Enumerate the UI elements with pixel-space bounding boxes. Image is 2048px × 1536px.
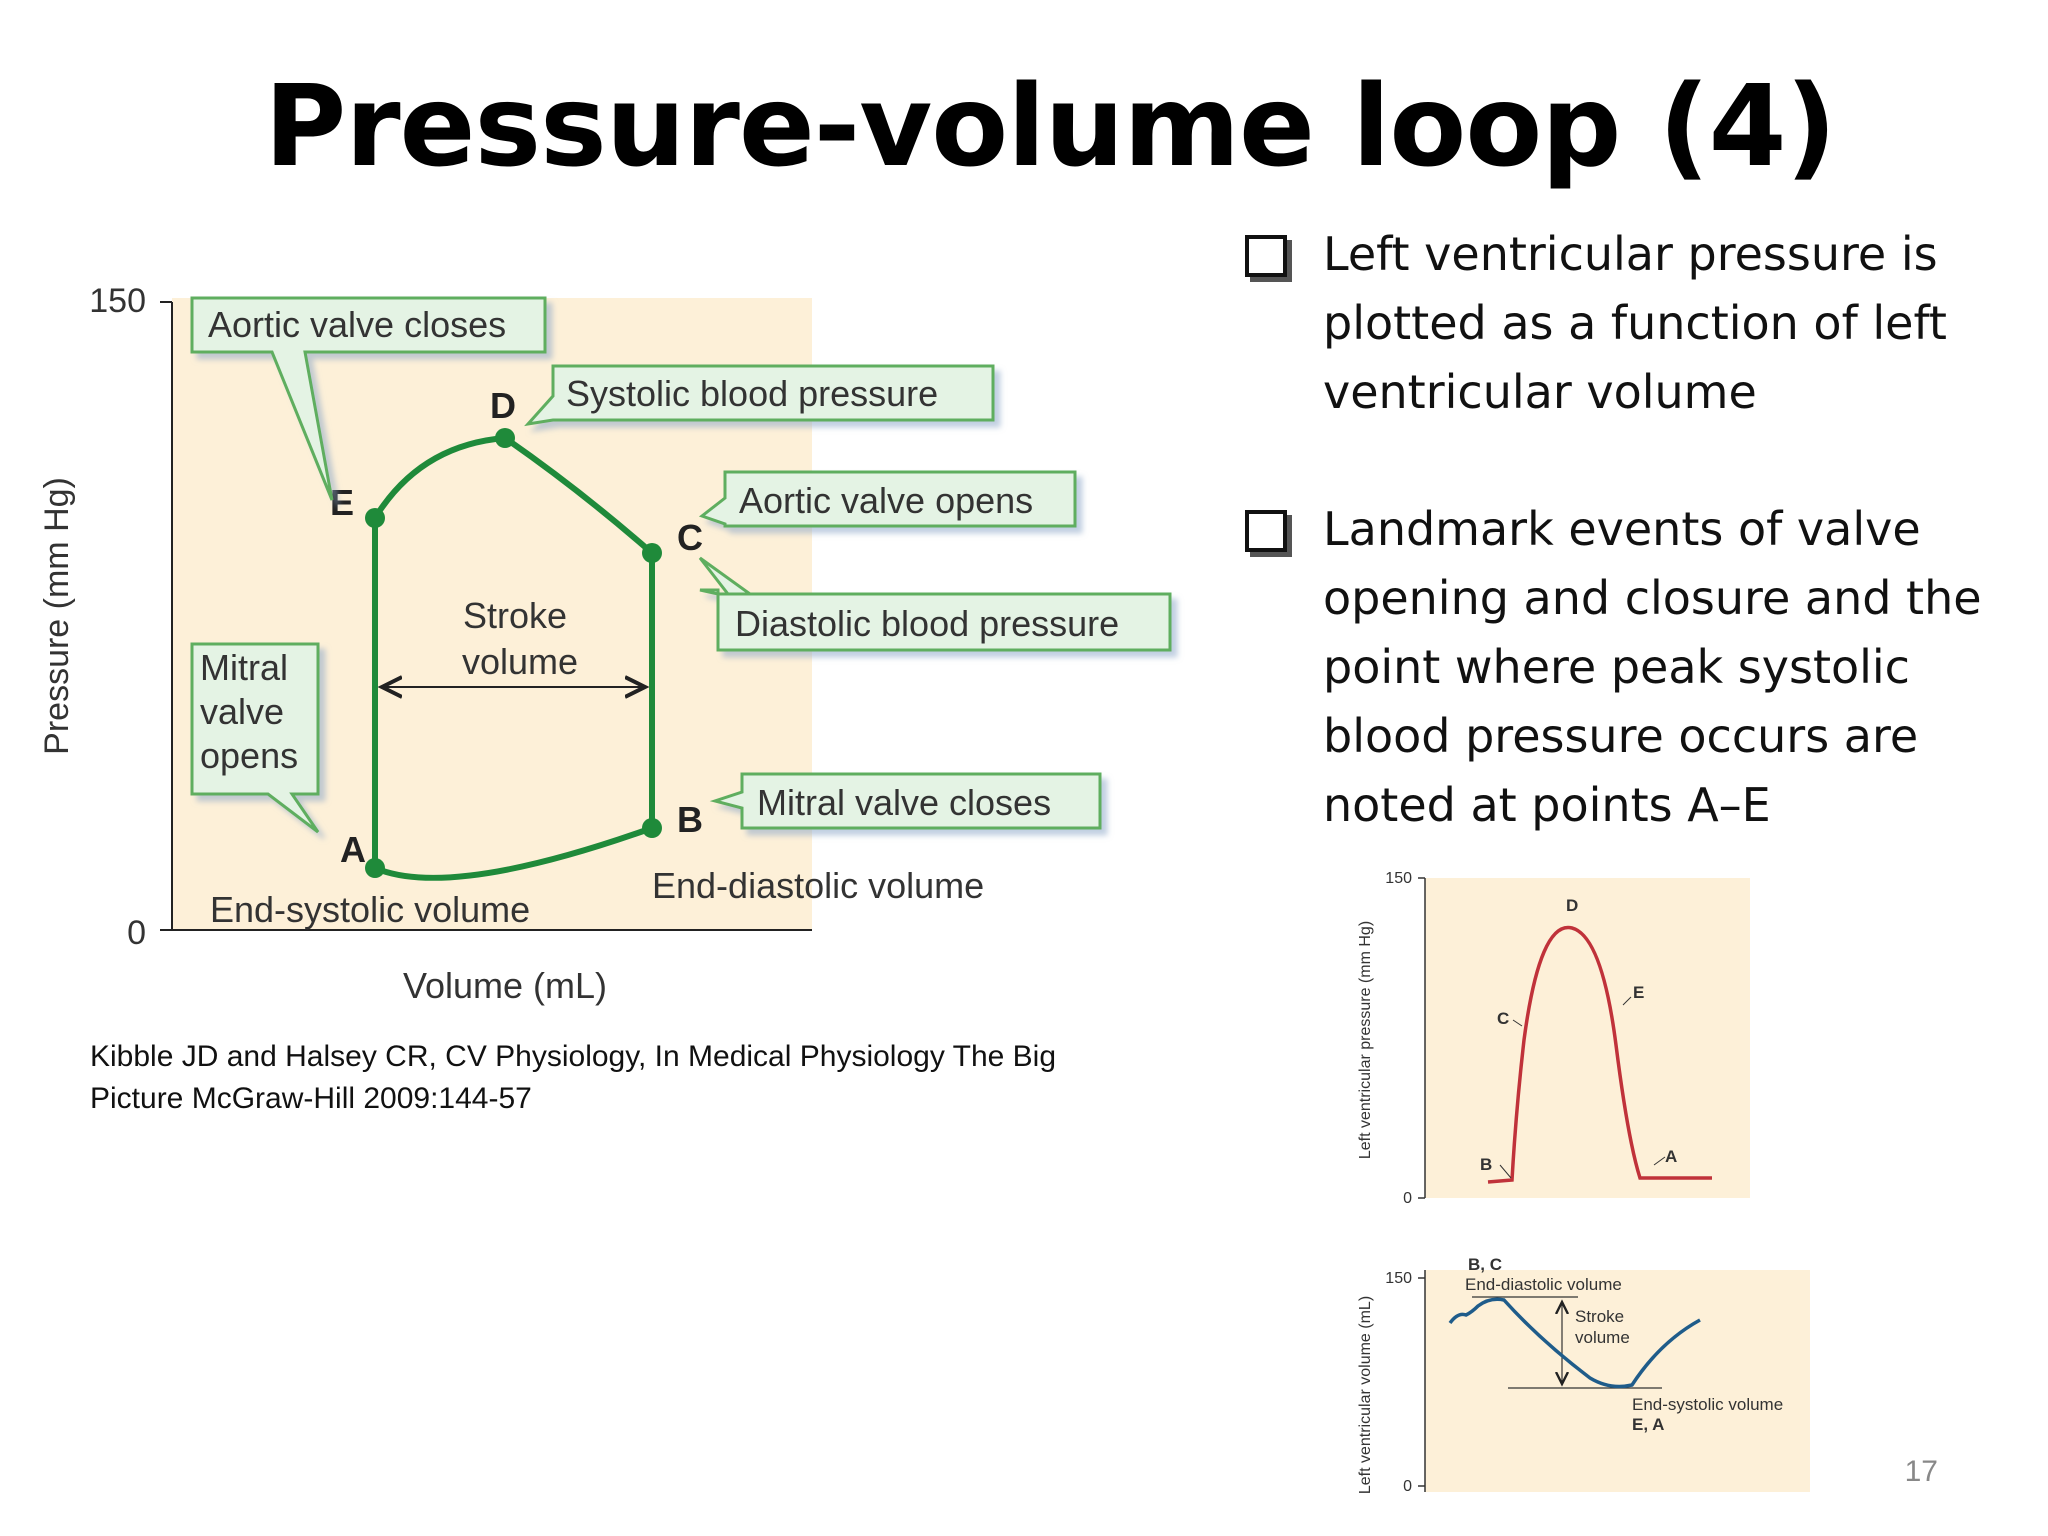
lv-volume-panel	[1425, 1270, 1810, 1492]
lv-pressure-point-a-label: A	[1665, 1147, 1677, 1166]
bullet-text: Left ventricular pressure is plotted as …	[1323, 227, 1947, 419]
callout-aortic-valve-opens: Aortic valve opens	[698, 470, 1077, 528]
stroke-volume-label-line2: volume	[462, 641, 578, 682]
callout-systolic-blood-pressure: Systolic blood pressure	[524, 364, 995, 427]
page-number: 17	[1904, 1455, 1938, 1488]
lv-pressure-point-c-leader	[1512, 1019, 1523, 1027]
lv-volume-edv-label: End-diastolic volume	[1465, 1275, 1622, 1294]
callout-diastolic-blood-pressure-text: Diastolic blood pressure	[735, 603, 1119, 644]
pressure-volume-loop-diagram: 150 0 Pressure (mm Hg) Volume (mL) A B C…	[38, 282, 1172, 1006]
point-a-label: A	[340, 829, 366, 870]
lv-pressure-tick-label-0: 0	[1403, 1190, 1412, 1207]
point-b-marker	[642, 818, 662, 838]
lv-volume-y-axis-label: Left ventricular volume (mL)	[1357, 1296, 1374, 1494]
bullet-item: Landmark events of valve opening and clo…	[1245, 495, 2025, 840]
citation: Kibble JD and Halsey CR, CV Physiology, …	[90, 1040, 1057, 1115]
end-systolic-volume-label: End-systolic volume	[210, 889, 530, 930]
callout-mitral-valve-opens-line1: Mitral	[200, 647, 288, 688]
callout-aortic-valve-closes: Aortic valve closes	[190, 296, 547, 501]
point-e-label: E	[330, 482, 354, 523]
y-tick-label-150: 150	[89, 282, 146, 320]
lv-pressure-panel	[1425, 878, 1750, 1198]
lv-pressure-diagram: 150 0 Left ventricular pressure (mm Hg) …	[1357, 870, 1750, 1207]
lv-pressure-trace	[1487, 925, 1712, 1184]
lv-volume-ea-label: E, A	[1632, 1415, 1664, 1434]
callout-aortic-valve-closes-text: Aortic valve closes	[208, 304, 506, 345]
lv-pressure-y-axis-label: Left ventricular pressure (mm Hg)	[1357, 921, 1374, 1159]
callout-mitral-valve-opens-line3: opens	[200, 735, 298, 776]
callout-mitral-valve-opens-line2: valve	[200, 691, 284, 732]
y-axis-label: Pressure (mm Hg)	[38, 477, 76, 755]
point-c-marker	[642, 543, 662, 563]
lv-pressure-point-e-leader	[1622, 996, 1632, 1006]
lv-volume-esv-label: End-systolic volume	[1632, 1395, 1783, 1414]
lv-volume-trace	[1448, 1297, 1701, 1389]
point-d-label: D	[490, 385, 516, 426]
lv-volume-stroke-label-line2: volume	[1575, 1328, 1630, 1347]
point-e-marker	[365, 508, 385, 528]
point-d-marker	[495, 428, 515, 448]
checkbox-bullet-icon	[1245, 510, 1287, 552]
end-diastolic-volume-label: End-diastolic volume	[652, 865, 984, 906]
callout-mitral-valve-opens: Mitral valve opens	[190, 642, 320, 834]
y-tick-label-0: 0	[127, 914, 146, 952]
callout-systolic-blood-pressure-text: Systolic blood pressure	[566, 373, 938, 414]
callout-aortic-valve-opens-text: Aortic valve opens	[739, 480, 1033, 521]
lv-pressure-point-c-label: C	[1497, 1009, 1509, 1028]
point-c-label: C	[677, 517, 703, 558]
stroke-volume-label-line1: Stroke	[463, 595, 567, 636]
lv-volume-stroke-label-line1: Stroke	[1575, 1307, 1624, 1326]
callout-mitral-valve-closes-text: Mitral valve closes	[757, 782, 1051, 823]
x-axis-label: Volume (mL)	[403, 965, 607, 1006]
checkbox-bullet-icon	[1245, 235, 1287, 277]
lv-pressure-point-b-label: B	[1480, 1155, 1492, 1174]
bullet-item: Left ventricular pressure is plotted as …	[1245, 220, 2025, 427]
bullet-list: Left ventricular pressure is plotted as …	[1245, 220, 2025, 840]
slide-title: Pressure-volume loop (4)	[264, 62, 1837, 192]
pv-loop-curve	[372, 435, 655, 881]
lv-pressure-point-b-leader	[1499, 1164, 1512, 1179]
bullet-text: Landmark events of valve opening and clo…	[1323, 502, 1982, 832]
lv-volume-tick-label-0: 0	[1403, 1478, 1412, 1495]
lv-volume-tick-label-150: 150	[1385, 1270, 1412, 1287]
callout-mitral-valve-closes: Mitral valve closes	[709, 772, 1102, 830]
lv-pressure-tick-label-150: 150	[1385, 870, 1412, 887]
lv-pressure-point-e-label: E	[1633, 983, 1644, 1002]
callout-diastolic-blood-pressure: Diastolic blood pressure	[698, 556, 1172, 652]
lv-volume-diagram: 150 0 Left ventricular volume (mL) B, C …	[1357, 1255, 1810, 1495]
point-a-marker	[365, 858, 385, 878]
lv-pressure-point-a-leader	[1653, 1156, 1666, 1166]
point-b-label: B	[677, 799, 703, 840]
lv-pressure-point-d-label: D	[1566, 896, 1578, 915]
lv-volume-bc-label: B, C	[1468, 1255, 1502, 1274]
